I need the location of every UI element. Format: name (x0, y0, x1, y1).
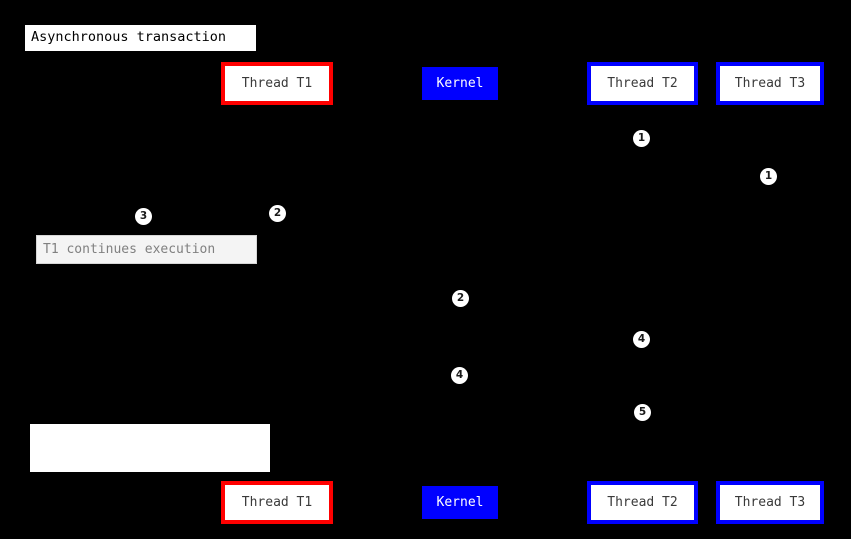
note-box: T1 continues execution (36, 235, 257, 264)
note-box-empty (30, 424, 270, 472)
lifeline (642, 105, 643, 481)
message-sequence-badge: 2 (452, 290, 469, 307)
participant-thread-t2-top[interactable]: Thread T2 (587, 62, 698, 105)
message-sequence-badge: 5 (634, 404, 651, 421)
lifeline (277, 105, 278, 481)
participant-thread-t2-bottom[interactable]: Thread T2 (587, 481, 698, 524)
diagram-title: Asynchronous transaction (25, 25, 256, 51)
message-sequence-badge: 4 (633, 331, 650, 348)
message-sequence-badge: 3 (135, 208, 152, 225)
participant-thread-t1-bottom[interactable]: Thread T1 (221, 481, 333, 524)
participant-thread-t1-top[interactable]: Thread T1 (221, 62, 333, 105)
message-sequence-badge: 1 (633, 130, 650, 147)
message-sequence-badge: 4 (451, 367, 468, 384)
message-sequence-badge: 1 (760, 168, 777, 185)
participant-thread-t3-top[interactable]: Thread T3 (716, 62, 824, 105)
participant-thread-t3-bottom[interactable]: Thread T3 (716, 481, 824, 524)
message-sequence-badge: 2 (269, 205, 286, 222)
participant-kernel-top[interactable]: Kernel (422, 67, 498, 100)
participant-kernel-bottom[interactable]: Kernel (422, 486, 498, 519)
lifeline (770, 105, 771, 481)
